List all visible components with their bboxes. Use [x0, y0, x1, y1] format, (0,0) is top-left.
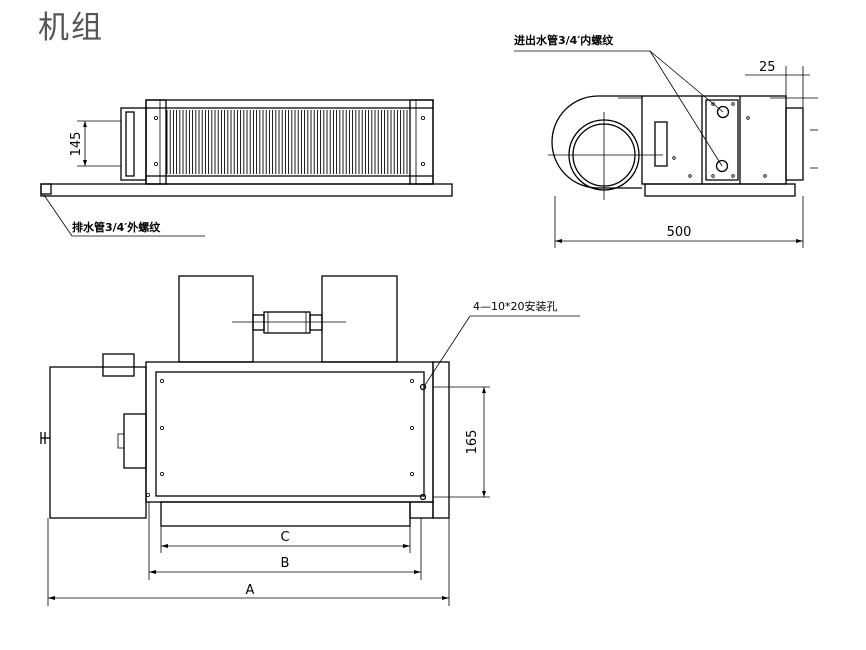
dim-b-label: B — [281, 556, 290, 571]
inlet-fitting-bottom — [715, 159, 729, 173]
page-title: 机组 — [38, 10, 104, 46]
front-base-plate — [40, 183, 453, 197]
side-junction-box — [654, 121, 668, 167]
fan-housing-right — [321, 275, 398, 363]
front-pipe-connector — [120, 107, 147, 181]
front-right-post — [409, 99, 434, 185]
dim-165-label: 165 — [465, 430, 480, 455]
front-view: 145 排水管3/4′外螺纹 — [40, 99, 453, 237]
inlet-pipe-label: 进出水管3/4′内螺纹 — [514, 33, 614, 47]
side-unit-body — [641, 95, 787, 185]
inlet-fitting-top — [716, 105, 730, 119]
plan-filter — [160, 501, 411, 527]
dim-a-label: A — [246, 583, 255, 598]
blower-housing — [551, 95, 642, 189]
mount-hole — [419, 493, 427, 501]
mount-hole — [419, 383, 427, 391]
dim-25-label: 25 — [759, 60, 776, 75]
side-base-plate — [644, 183, 796, 197]
front-left-post — [145, 99, 167, 185]
dim-c-label: C — [280, 530, 289, 545]
plan-control-box — [49, 366, 147, 519]
dim-500-label: 500 — [667, 225, 692, 240]
fan-motor — [263, 311, 311, 334]
side-view: 进出水管3/4′内螺纹 25 — [514, 33, 818, 248]
mount-holes-label: 4—10*20安装孔 — [473, 299, 558, 313]
drain-pipe-label: 排水管3/4′外螺纹 — [72, 220, 161, 234]
fan-housing-left — [178, 275, 254, 363]
coil-fins — [166, 110, 408, 174]
plan-unit-body — [145, 361, 434, 503]
plan-view: 4—10*20安装孔 165 C B A — [40, 275, 580, 606]
dim-145-label: 145 — [69, 132, 84, 157]
